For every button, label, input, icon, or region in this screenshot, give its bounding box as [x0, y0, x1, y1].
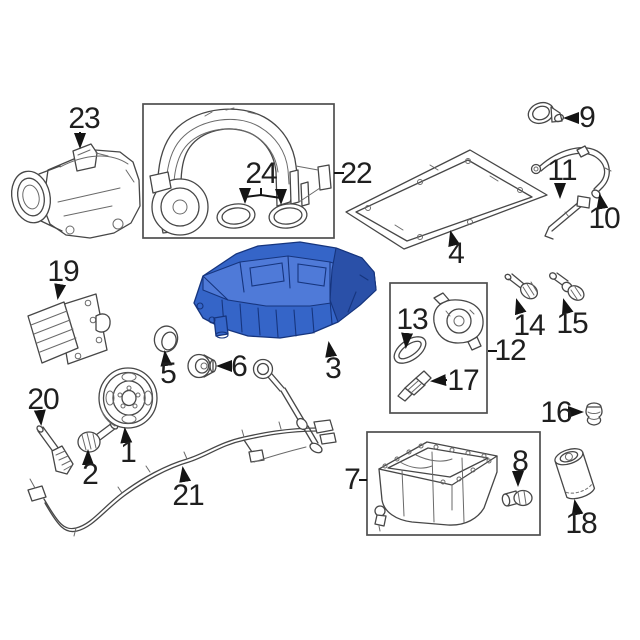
part-sensor: [397, 370, 432, 402]
part-tube-short: [544, 195, 591, 240]
part-oil-filler-grommet: [527, 101, 565, 125]
callout-label-21: 21: [172, 479, 204, 512]
part-seal-ring: [153, 325, 179, 353]
callout-label-24: 24: [245, 157, 277, 190]
callout-label-23: 23: [68, 102, 100, 135]
callout-label-10: 10: [588, 202, 620, 235]
callout-label-7: 7: [344, 463, 361, 496]
callout-label-5: 5: [160, 357, 177, 390]
part-plug-grommet: [187, 353, 217, 379]
callout-label-8: 8: [512, 445, 529, 478]
part-throttle-housing: [10, 143, 141, 239]
part-engine-gasket-plate: [345, 149, 548, 250]
callout-label-15: 15: [556, 307, 588, 340]
part-intake-manifold: [149, 107, 332, 236]
callout-label-9: 9: [579, 101, 596, 134]
part-lower-oil-pan: [374, 441, 498, 532]
callout-label-17: 17: [447, 364, 479, 397]
callout-label-3: 3: [325, 352, 342, 385]
callout-label-2: 2: [82, 458, 99, 491]
intake-manifold-box: [142, 103, 335, 239]
callout-label-6: 6: [231, 350, 248, 383]
callout-label-20: 20: [27, 383, 59, 416]
part-thermostat-housing: [433, 292, 484, 351]
part-upper-oil-pan-highlighted: [193, 241, 377, 339]
callout-label-22: 22: [340, 157, 372, 190]
callout-label-16: 16: [540, 396, 572, 429]
callout-label-18: 18: [565, 507, 597, 540]
callout-label-4: 4: [448, 237, 465, 270]
callout-label-14: 14: [513, 309, 545, 342]
callout-label-1: 1: [120, 436, 137, 469]
callout-label-12: 12: [494, 334, 526, 367]
callout-label-13: 13: [396, 303, 428, 336]
callout-arrows: [33, 112, 609, 516]
callout-label-19: 19: [47, 255, 79, 288]
part-bolt-15: [549, 272, 585, 301]
part-oil-cooler: [27, 293, 111, 365]
part-gasket-oval: [393, 336, 427, 364]
part-bolt-14: [504, 273, 539, 300]
part-stud: [36, 425, 74, 475]
part-drain-plug: [501, 489, 533, 507]
callout-label-11: 11: [547, 154, 577, 187]
lower-oil-pan-box: [366, 431, 541, 536]
part-crankshaft-pulley: [98, 367, 158, 429]
thermostat-box: [389, 282, 488, 414]
part-oil-dipstick-tube: [530, 145, 612, 199]
part-small-plug: [585, 402, 603, 426]
part-harness-assembly: [27, 358, 337, 537]
part-oil-filter: [554, 448, 596, 500]
